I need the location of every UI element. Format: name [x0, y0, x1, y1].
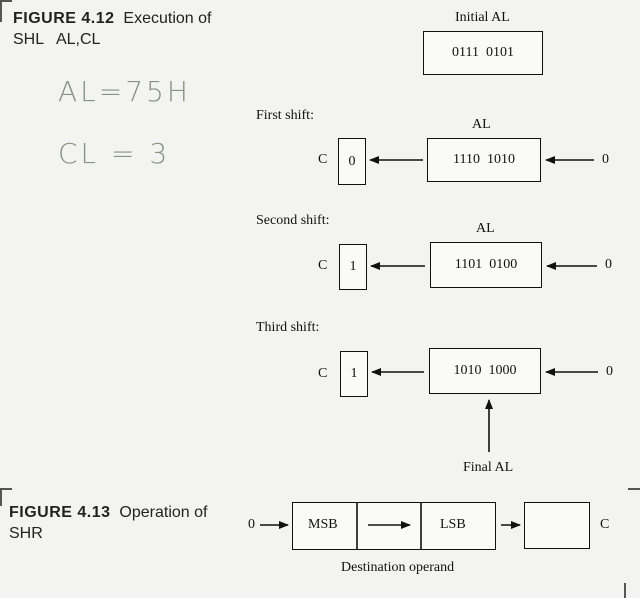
final-al-label: Final AL [463, 460, 514, 475]
initial-al-label: Initial AL [455, 10, 510, 25]
corner-mark-top-left [0, 0, 2, 22]
first-shift-carry-box: 0 [338, 138, 366, 185]
first-shift-al-register: 1110 1010 [427, 138, 541, 182]
third-shift-carry-box: 1 [340, 351, 368, 397]
first-shift-al-value: 1110 1010 [453, 152, 515, 167]
first-shift-carry-value: 0 [348, 153, 356, 169]
third-shift-carry-value: 1 [350, 366, 358, 381]
shr-destination-operand [292, 502, 496, 550]
figure-413-caption: FIGURE 4.13 Operation of SHR [9, 502, 207, 544]
figure-413-number: FIGURE 4.13 [9, 504, 111, 521]
handwritten-al-value: AL=75H [58, 75, 191, 108]
second-shift-carry-label: C [318, 258, 328, 273]
figure-413-caption-line2: SHR [9, 525, 43, 542]
figure-412-caption: FIGURE 4.12 Execution of SHL AL,CL [13, 8, 211, 50]
first-shift-carry-label: C [318, 152, 328, 167]
corner-mark-right [628, 488, 640, 490]
third-shift-al-register: 1010 1000 [429, 348, 541, 394]
third-shift-carry-label: C [318, 366, 328, 381]
figure-412-caption-line2: SHL AL,CL [13, 31, 101, 48]
second-shift-al-register: 1101 0100 [430, 242, 542, 288]
shr-msb-label: MSB [308, 517, 338, 532]
shr-lsb-label: LSB [440, 517, 466, 532]
second-shift-carry-box: 1 [339, 244, 367, 290]
figure-413-caption-text: Operation of [119, 504, 208, 521]
second-shift-al-value: 1101 0100 [454, 257, 518, 272]
corner-mark-bottom-right [624, 583, 626, 598]
third-shift-al-value: 1010 1000 [453, 363, 517, 378]
figure-412-number: FIGURE 4.12 [13, 10, 115, 27]
corner-mark-mid-left-h [0, 488, 12, 490]
shr-input-zero: 0 [248, 517, 255, 532]
second-shift-al-label: AL [476, 221, 495, 236]
second-shift-input-zero: 0 [605, 257, 612, 272]
shr-destination-operand-label: Destination operand [341, 560, 455, 575]
third-shift-label: Third shift: [256, 320, 320, 335]
first-shift-al-label: AL [472, 117, 491, 132]
first-shift-label: First shift: [256, 108, 314, 123]
corner-mark-top-left-h [0, 0, 12, 2]
third-shift-input-zero: 0 [606, 364, 613, 379]
initial-al-value: 0111 0101 [452, 45, 514, 60]
handwritten-cl-value: CL = 3 [58, 137, 171, 170]
shr-carry-label: C [600, 517, 610, 532]
shr-carry-box [524, 502, 590, 549]
initial-al-register: 0111 0101 [423, 31, 543, 75]
first-shift-input-zero: 0 [602, 152, 609, 167]
second-shift-carry-value: 1 [349, 259, 357, 274]
figure-412-caption-text: Execution of [123, 10, 212, 27]
corner-mark-mid-left [0, 488, 2, 506]
second-shift-label: Second shift: [256, 213, 330, 228]
